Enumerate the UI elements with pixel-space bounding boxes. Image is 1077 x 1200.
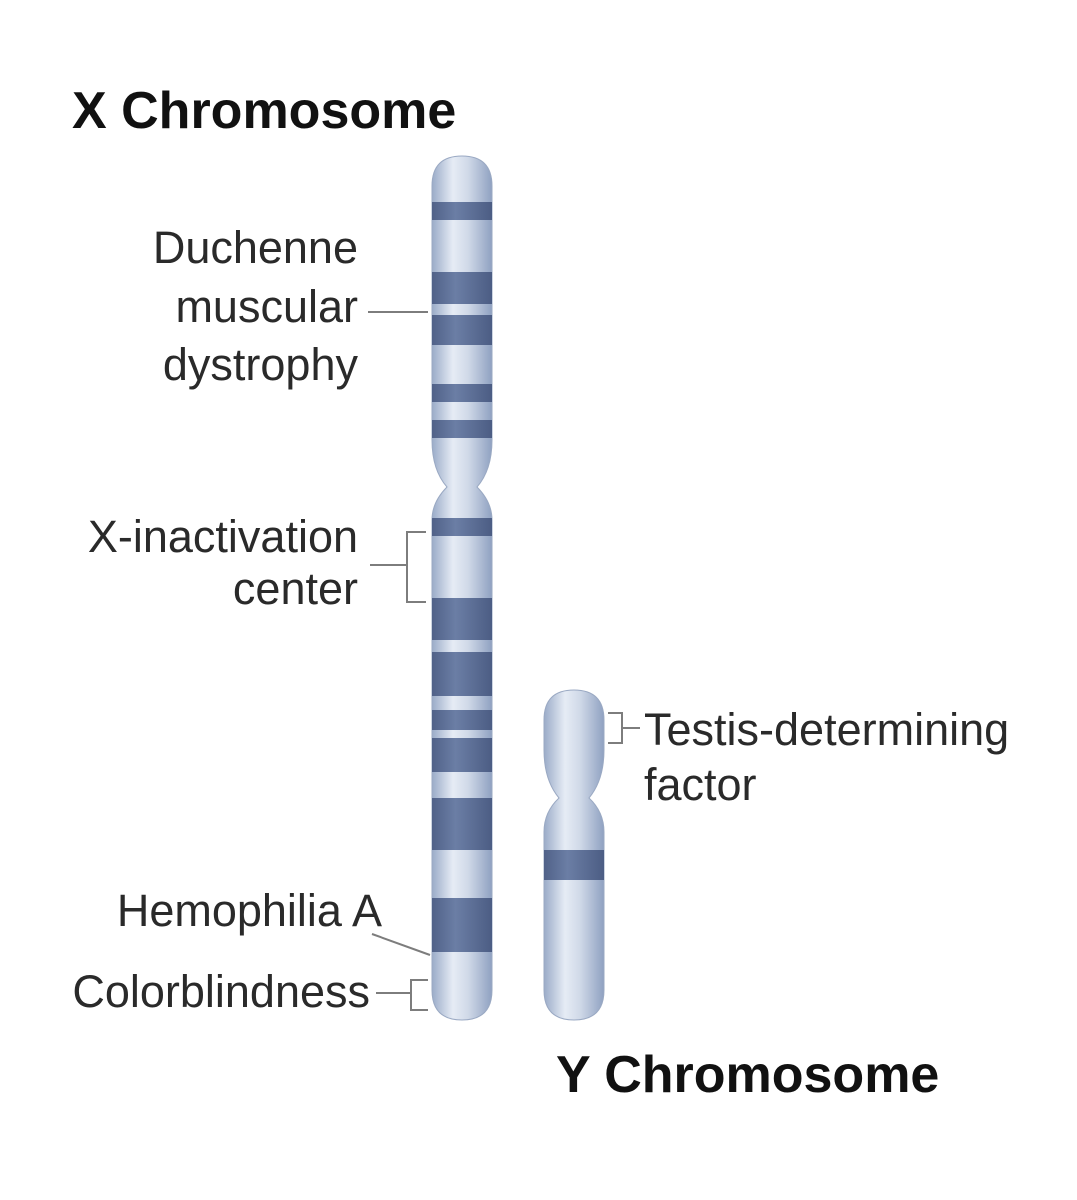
x-band bbox=[432, 652, 492, 696]
x-band bbox=[432, 710, 492, 730]
x-band bbox=[432, 518, 492, 536]
hemophilia-label: Hemophilia A bbox=[117, 885, 382, 936]
label-colorblindness: Colorblindness bbox=[72, 966, 428, 1017]
x-band bbox=[432, 202, 492, 220]
x-band bbox=[432, 898, 492, 952]
x-band bbox=[432, 272, 492, 304]
x-band bbox=[432, 384, 492, 402]
xic-label-line1: X-inactivation bbox=[88, 511, 358, 562]
testis-label-line1: Testis-determining bbox=[644, 704, 1009, 755]
x-band bbox=[432, 598, 492, 640]
xic-bracket bbox=[406, 531, 426, 603]
xic-label-line2: center bbox=[233, 563, 358, 614]
duchenne-label-line3: dystrophy bbox=[163, 339, 359, 390]
colorblindness-bracket bbox=[410, 979, 428, 1011]
x-band bbox=[432, 315, 492, 345]
label-x-inactivation-center: X-inactivation center bbox=[88, 511, 426, 614]
testis-label-line2: factor bbox=[644, 759, 757, 810]
y-chromosome bbox=[543, 689, 605, 1021]
duchenne-label-line1: Duchenne bbox=[153, 222, 358, 273]
x-band bbox=[432, 798, 492, 850]
x-band bbox=[432, 420, 492, 438]
y-chromosome-title: Y Chromosome bbox=[556, 1046, 939, 1104]
hemophilia-leader-line bbox=[371, 933, 431, 956]
label-testis-determining-factor: Testis-determining factor bbox=[608, 704, 1009, 810]
duchenne-label-line2: muscular bbox=[175, 281, 358, 332]
testis-bracket bbox=[608, 712, 623, 744]
colorblindness-label: Colorblindness bbox=[72, 966, 370, 1017]
y-band bbox=[544, 850, 604, 880]
x-band bbox=[432, 738, 492, 772]
label-duchenne-muscular-dystrophy: Duchenne muscular dystrophy bbox=[153, 222, 428, 390]
x-chromosome bbox=[431, 155, 493, 1021]
x-chromosome-bands bbox=[432, 202, 492, 952]
label-hemophilia-a: Hemophilia A bbox=[117, 885, 431, 956]
x-chromosome-title: X Chromosome bbox=[72, 82, 456, 140]
